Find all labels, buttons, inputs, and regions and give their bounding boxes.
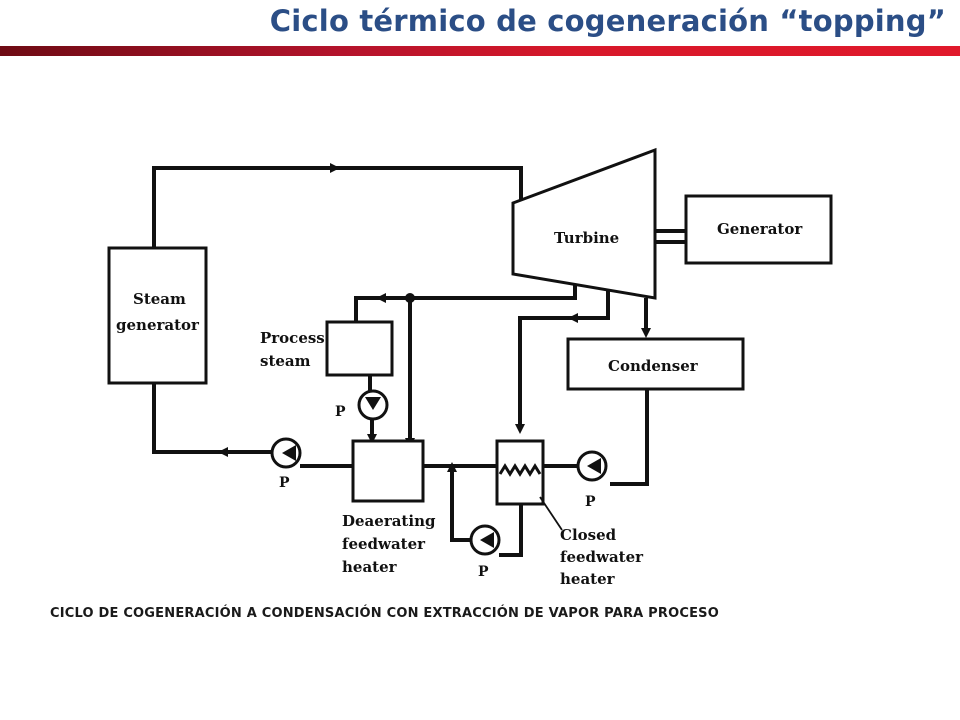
svg-text:Process: Process: [260, 329, 325, 347]
pump-label-feed: P: [279, 475, 290, 491]
drain-pump-triangle: [480, 532, 494, 548]
feedwater-return-line: [152, 383, 280, 454]
generator-label: Generator: [717, 220, 803, 238]
steam-generator-label-1: Steam: [133, 290, 186, 308]
svg-text:Steam: Steam: [133, 290, 186, 308]
heater-coil: [498, 463, 542, 477]
drain-pump-return: [447, 462, 470, 542]
svg-text:heater: heater: [342, 558, 398, 576]
pump-label-drain: P: [478, 564, 489, 580]
heater-label-leader: [539, 496, 563, 531]
title-bar: Ciclo térmico de cogeneración “topping”: [0, 0, 960, 58]
svg-text:Deaerating: Deaerating: [342, 512, 436, 530]
closed-heater-label-1: Closed: [560, 526, 617, 544]
process-steam-label-1: Process: [260, 329, 325, 347]
process-return-pump-triangle: [365, 397, 381, 410]
svg-text:generator: generator: [116, 316, 200, 334]
closed-heater-label-2: feedwater: [560, 548, 644, 566]
deaerator-label-2: feedwater: [342, 535, 426, 553]
process-steam-box: [325, 320, 394, 377]
pump-label-condensate: P: [585, 494, 596, 510]
condenser-label: Condenser: [608, 357, 699, 375]
title-underline: [0, 46, 960, 56]
heater-drain-line: [499, 504, 523, 557]
turbine-shape: [511, 147, 657, 300]
svg-text:steam: steam: [260, 352, 311, 370]
extraction-line-1: [410, 280, 577, 300]
svg-text:heater: heater: [560, 570, 616, 588]
closed-heater-label-3: heater: [560, 570, 616, 588]
steam-generator-box: [107, 246, 208, 385]
svg-text:feedwater: feedwater: [342, 535, 426, 553]
diagram-caption: CICLO DE COGENERACIÓN A CONDENSACIÓN CON…: [50, 606, 719, 621]
condensate-pump-triangle: [587, 458, 601, 474]
turbine-label: Turbine: [554, 229, 619, 247]
page-title: Ciclo térmico de cogeneración “topping”: [269, 4, 946, 38]
process-steam-label-2: steam: [260, 352, 311, 370]
condensate-line: [610, 388, 649, 486]
extraction-line-2: [515, 286, 610, 434]
extraction-junction: [405, 293, 415, 303]
deaerator-box: [351, 439, 425, 503]
steam-generator-label-2: generator: [116, 316, 200, 334]
pump-label-process: P: [335, 404, 346, 420]
generator-box: [684, 194, 833, 265]
deaerator-label-1: Deaerating: [342, 512, 436, 530]
feed-pump-main-triangle: [282, 445, 296, 461]
svg-text:feedwater: feedwater: [560, 548, 644, 566]
svg-text:Closed: Closed: [560, 526, 617, 544]
main-steam-line: [152, 166, 523, 248]
condenser-box: [566, 337, 745, 391]
deaerator-label-3: heater: [342, 558, 398, 576]
process-steam-supply: [354, 296, 410, 322]
